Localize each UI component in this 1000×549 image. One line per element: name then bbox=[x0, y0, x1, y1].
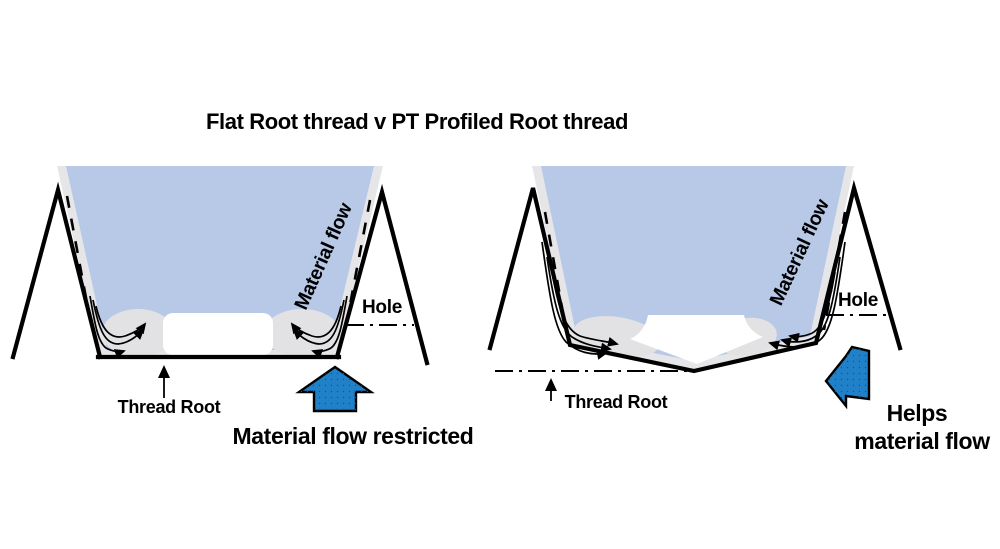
caption-left-diagram: Material flow restricted bbox=[233, 423, 474, 449]
flow-curve bbox=[788, 271, 836, 343]
flow-swirl-left-flank bbox=[541, 241, 619, 360]
root-gap-white-profiled bbox=[630, 315, 763, 364]
flank-dash-left bbox=[543, 211, 568, 331]
flow-swirl-left-corner bbox=[89, 295, 147, 359]
page-title: Flat Root thread v PT Profiled Root thre… bbox=[206, 109, 628, 134]
caption-right-diagram-line2: material flow bbox=[854, 428, 990, 454]
flow-curve bbox=[89, 295, 126, 359]
profiled-thread-outline bbox=[487, 179, 903, 374]
thread-root-label-left-diagram: Thread Root bbox=[118, 397, 221, 417]
thread-root-label-right-diagram: Thread Root bbox=[565, 392, 668, 412]
flow-curve bbox=[546, 256, 612, 353]
flow-curve bbox=[541, 241, 608, 360]
material-fill-left-diagram bbox=[66, 166, 374, 350]
pt-profiled-root-thread-diagram: Hole Material flow Thread Root Helps mat… bbox=[487, 166, 991, 454]
flow-curve bbox=[551, 271, 619, 347]
flow-curve bbox=[92, 299, 145, 345]
up-arrow-texture bbox=[299, 367, 371, 411]
left-crest-outline bbox=[10, 181, 103, 360]
root-gap-white bbox=[163, 313, 273, 355]
flat-root-thread-diagram: Hole Material flow Thread Root Material … bbox=[10, 166, 474, 449]
left-arrow-texture bbox=[826, 347, 869, 406]
right-crest-outline bbox=[334, 183, 430, 366]
flow-lump-right-corner bbox=[264, 309, 340, 357]
material-fill-right-diagram bbox=[541, 166, 846, 361]
hole-label-right-diagram: Hole bbox=[838, 290, 878, 311]
caption-right-diagram-line1: Helps bbox=[887, 400, 948, 426]
hole-label-left-diagram: Hole bbox=[362, 297, 402, 318]
flank-dash-right bbox=[347, 199, 372, 311]
flow-curve bbox=[95, 305, 147, 338]
flow-swirl-right-flank bbox=[768, 241, 846, 351]
flank-dash-right bbox=[822, 211, 847, 331]
